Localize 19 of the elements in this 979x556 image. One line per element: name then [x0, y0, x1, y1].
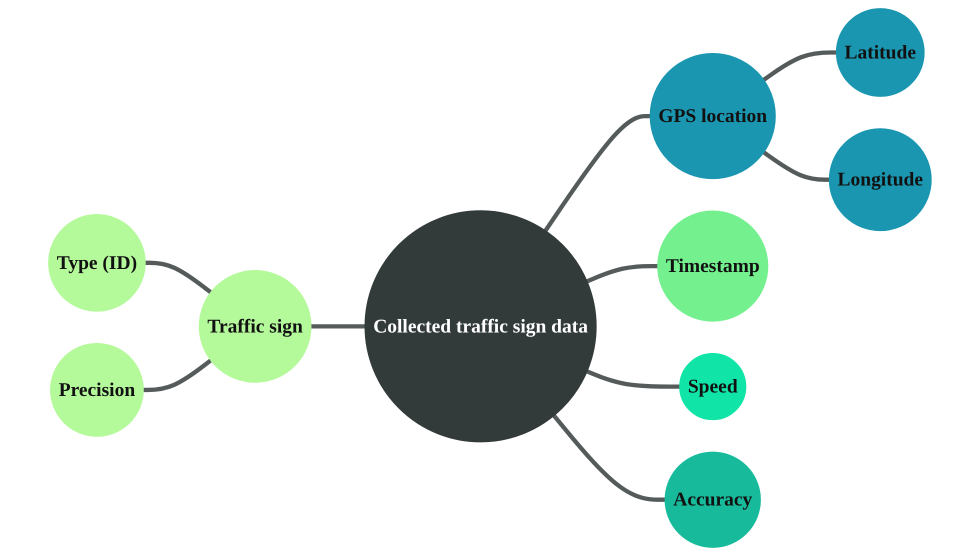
- node-circle: Longitude: [828, 128, 932, 232]
- connector: [552, 414, 665, 502]
- connector: [762, 150, 829, 182]
- node-circle: Timestamp: [656, 210, 768, 322]
- connector: [586, 264, 658, 284]
- connector: [586, 369, 680, 389]
- connector: [144, 260, 212, 294]
- node-circle: GPS location: [649, 53, 776, 180]
- node-circle: Speed: [678, 353, 746, 420]
- node-circle: Precision: [50, 343, 144, 437]
- node-circle: Latitude: [835, 8, 924, 97]
- connector: [310, 324, 365, 329]
- node-circle: Type (ID): [48, 214, 146, 312]
- node-circle: Traffic sign: [198, 270, 312, 383]
- connector: [142, 358, 212, 392]
- connector: [543, 114, 650, 232]
- connector: [762, 50, 836, 82]
- node-circle: Collected traffic sign data: [364, 210, 596, 442]
- node-circle: Accuracy: [664, 452, 760, 548]
